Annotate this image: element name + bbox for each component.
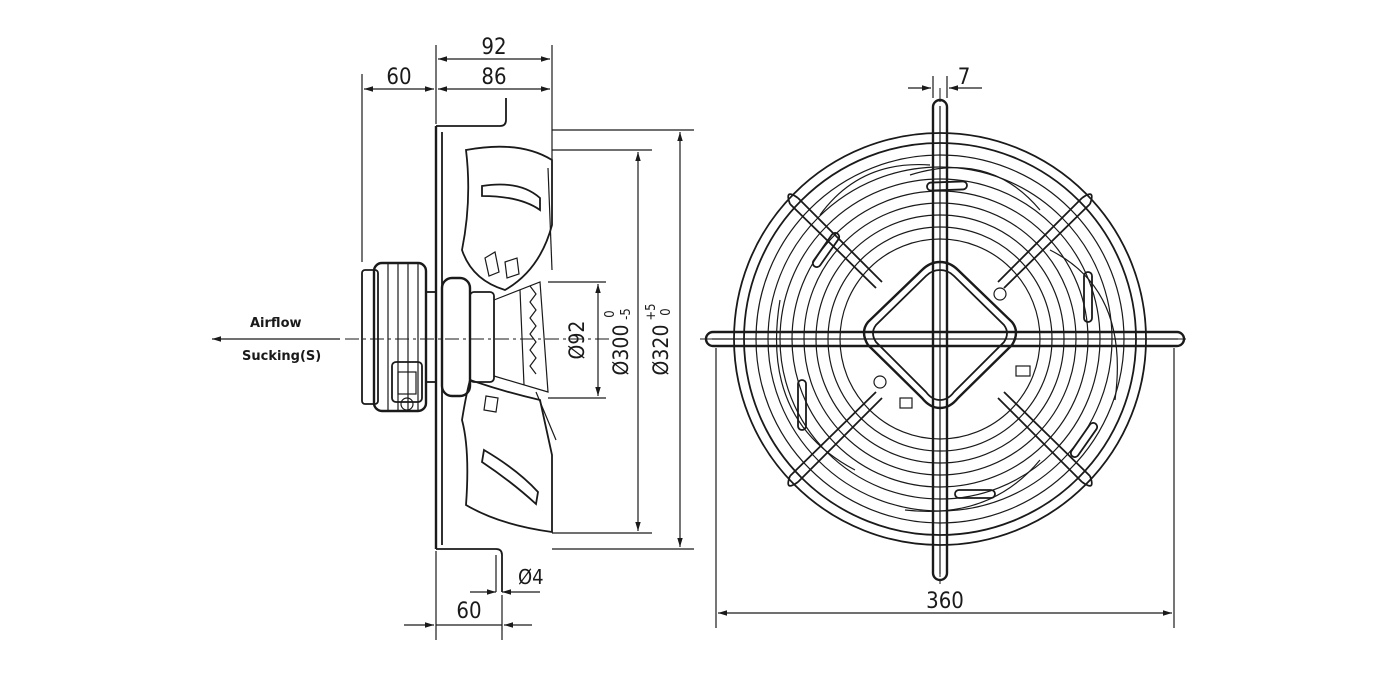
svg-text:Ø300: Ø300	[609, 325, 633, 376]
airflow-label: Airflow	[250, 316, 302, 331]
rotor-hub	[440, 276, 549, 398]
motor-housing	[361, 261, 437, 413]
svg-text:Ø92: Ø92	[565, 321, 589, 360]
guard-spokes	[787, 193, 1093, 487]
dim-rod-width: 7	[908, 65, 982, 98]
svg-text:60: 60	[456, 599, 481, 624]
dim-hub-diameter: Ø92	[548, 281, 606, 399]
svg-text:0: 0	[603, 310, 618, 317]
fan-blade-lower	[461, 378, 557, 534]
svg-text:86: 86	[481, 65, 506, 90]
svg-text:360: 360	[926, 589, 964, 614]
dim-total-depth: 92	[435, 35, 553, 160]
dim-mount-offset: 60	[404, 551, 532, 640]
front-view: 7 360	[700, 65, 1186, 628]
dim-overall-width: 360	[715, 348, 1175, 628]
sucking-label: Sucking(S)	[242, 349, 321, 364]
svg-text:60: 60	[386, 65, 411, 90]
svg-text:92: 92	[481, 35, 506, 60]
dim-blade-diameter: Ø300 0 -5	[552, 149, 652, 534]
svg-text:Ø4: Ø4	[518, 565, 544, 589]
svg-text:7: 7	[958, 65, 971, 90]
dim-hole-diameter: Ø4	[470, 565, 544, 595]
side-view: Airflow Sucking(S)	[212, 35, 694, 640]
svg-text:Ø320: Ø320	[649, 325, 673, 376]
dim-motor-depth: 60	[361, 65, 434, 262]
svg-text:0: 0	[659, 308, 674, 315]
svg-text:-5: -5	[619, 308, 634, 320]
cable-gland	[391, 361, 423, 411]
svg-text:+5: +5	[644, 303, 659, 320]
front-blades	[776, 163, 1118, 513]
dim-guard-diameter: Ø320 +5 0	[552, 129, 694, 550]
fan-blade-upper	[461, 145, 553, 291]
dim-guard-depth: 86	[438, 65, 550, 92]
